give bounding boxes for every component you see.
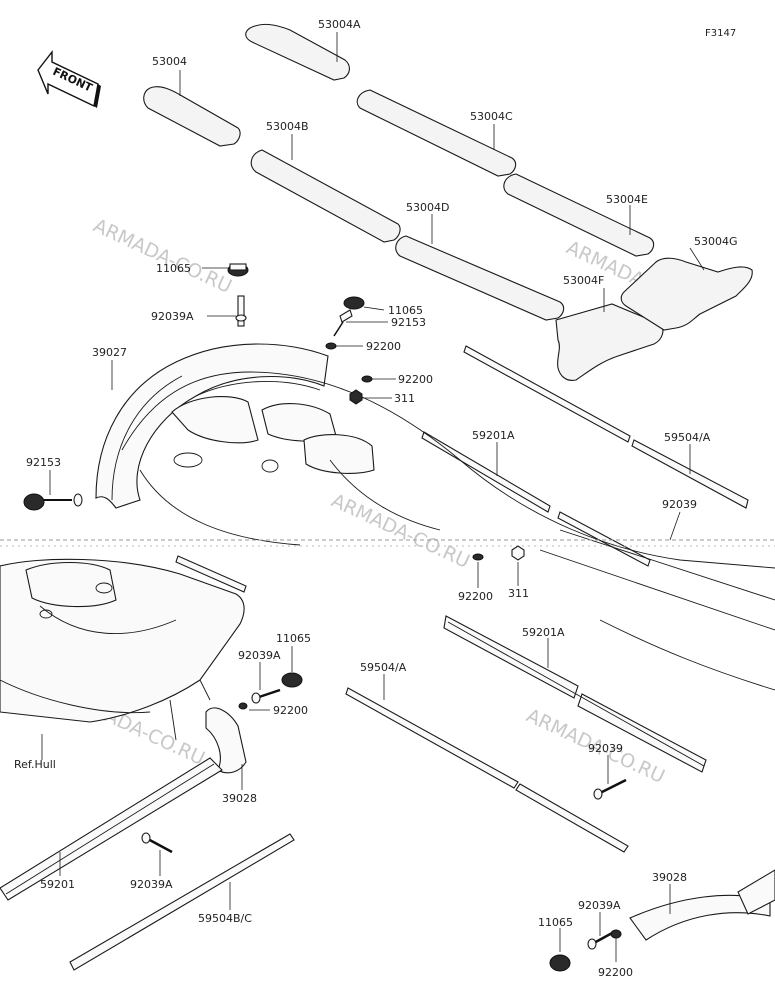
label-92200-mid: 92200 (458, 590, 493, 603)
nut-311-mid (511, 545, 525, 561)
label-11065-top-left: 11065 (156, 262, 191, 275)
mat-53004F (555, 303, 664, 381)
label-92200-mid2: 92200 (273, 704, 308, 717)
label-92153-top: 92153 (391, 316, 426, 329)
label-53004E: 53004E (606, 193, 648, 206)
mat-53004E (503, 173, 655, 257)
washer-92200-top2 (361, 375, 373, 383)
rail-59201 (0, 757, 223, 901)
rail-hull-side (175, 555, 247, 593)
label-53004A: 53004A (318, 18, 361, 31)
label-39028-mid: 39028 (222, 792, 257, 805)
cap-11065-right (549, 954, 571, 972)
mat-53004B (250, 149, 401, 243)
label-53004G: 53004G (694, 235, 738, 248)
washer-92200-right (610, 929, 622, 939)
hull-rear (121, 371, 775, 691)
label-59201: 59201 (40, 878, 75, 891)
rivet-92039A-right (587, 930, 615, 950)
mat-53004D (395, 235, 565, 321)
label-92039A-bottom: 92039A (130, 878, 173, 891)
mat-53004A (245, 23, 350, 81)
label-39028-right: 39028 (652, 871, 687, 884)
mat-53004G (620, 257, 753, 331)
label-59201A-mid: 59201A (522, 626, 565, 639)
label-53004C: 53004C (470, 110, 513, 123)
cap-11065-top-left (227, 263, 249, 277)
hull-front-ref (0, 558, 245, 741)
label-92039-mid: 92039 (588, 742, 623, 755)
washer-92200-top1 (325, 342, 337, 350)
label-92039-top: 92039 (662, 498, 697, 511)
washer-92200-mid (472, 553, 484, 561)
front-arrow-icon: FRONT (37, 49, 101, 108)
label-59504A-top: 59504/A (664, 431, 711, 444)
label-92039A-top: 92039A (151, 310, 194, 323)
cap-92153-left (23, 493, 83, 511)
label-11065-right: 11065 (538, 916, 573, 929)
label-53004: 53004 (152, 55, 187, 68)
rail-59504BC (69, 833, 295, 971)
rivet-92039A-top (235, 295, 247, 327)
rail-59201A-mid (443, 615, 707, 773)
label-311-mid: 311 (508, 587, 529, 600)
label-53004D: 53004D (406, 201, 449, 214)
label-59504A-mid: 59504/A (360, 661, 407, 674)
rivet-92039A-bottom (141, 832, 173, 854)
label-11065-top-mid: 11065 (388, 304, 423, 317)
label-59504BC: 59504B/C (198, 912, 252, 925)
bumper-39027 (95, 343, 329, 509)
mat-53004 (143, 86, 241, 147)
label-53004F: 53004F (563, 274, 604, 287)
cap-11065-mid (281, 672, 303, 688)
nut-311-top (349, 389, 363, 405)
leader-lines (41, 32, 705, 962)
label-92153-left: 92153 (26, 456, 61, 469)
bumper-39028-mid (205, 707, 247, 774)
label-ref-hull: Ref.Hull (14, 758, 56, 771)
label-92200-top2: 92200 (398, 373, 433, 386)
mat-53004C (356, 89, 517, 177)
label-92039A-mid: 92039A (238, 649, 281, 662)
label-11065-mid: 11065 (276, 632, 311, 645)
label-92039A-right: 92039A (578, 899, 621, 912)
label-59201A-top: 59201A (472, 429, 515, 442)
cap-11065-top-mid (343, 296, 365, 310)
label-92200-top1: 92200 (366, 340, 401, 353)
washer-92200-mid2 (238, 702, 248, 710)
screw-92153-top (333, 309, 353, 337)
figure-number: F3147 (705, 28, 736, 39)
label-53004B: 53004B (266, 120, 309, 133)
rail-59201A-top (421, 431, 651, 567)
label-311-top: 311 (394, 392, 415, 405)
watermark: ARMADA-CO.RU (90, 215, 235, 298)
label-92200-right: 92200 (598, 966, 633, 979)
watermark: ARMADA-CO.RU (328, 490, 473, 573)
break-line (0, 539, 775, 547)
label-39027: 39027 (92, 346, 127, 359)
bumper-39028-right (629, 869, 775, 941)
rail-59504A-mid (345, 687, 629, 853)
rivet-92039-mid (593, 778, 627, 800)
rivet-92039A-mid (251, 688, 281, 704)
